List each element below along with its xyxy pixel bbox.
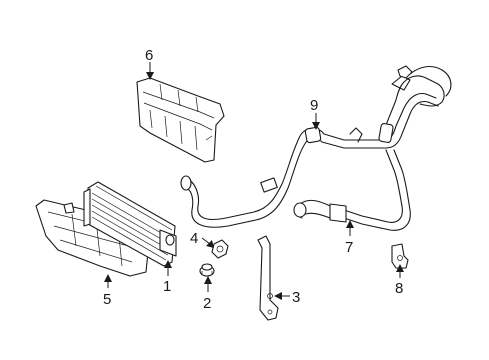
callout-labels: 6 9 7 4 2 1 5 3 8	[103, 47, 403, 312]
callout-8: 8	[395, 280, 403, 297]
part-4-clip	[211, 239, 229, 259]
callout-7: 7	[345, 239, 353, 256]
callout-6: 6	[145, 47, 153, 64]
callout-4: 4	[190, 230, 198, 247]
part-1-oil-cooler	[83, 181, 177, 267]
callout-5: 5	[103, 291, 111, 308]
part-3-bracket	[257, 235, 279, 321]
callout-1: 1	[163, 278, 171, 295]
leaders	[104, 62, 404, 300]
callout-2: 2	[203, 295, 211, 312]
callout-3: 3	[292, 289, 300, 306]
part-9-return-hose	[180, 126, 363, 228]
callout-9: 9	[310, 97, 318, 114]
part-2-plug	[199, 263, 215, 277]
part-8-small-bracket	[391, 243, 409, 269]
part-6-air-duct	[136, 77, 225, 163]
part-7-hose-assembly	[293, 65, 452, 231]
